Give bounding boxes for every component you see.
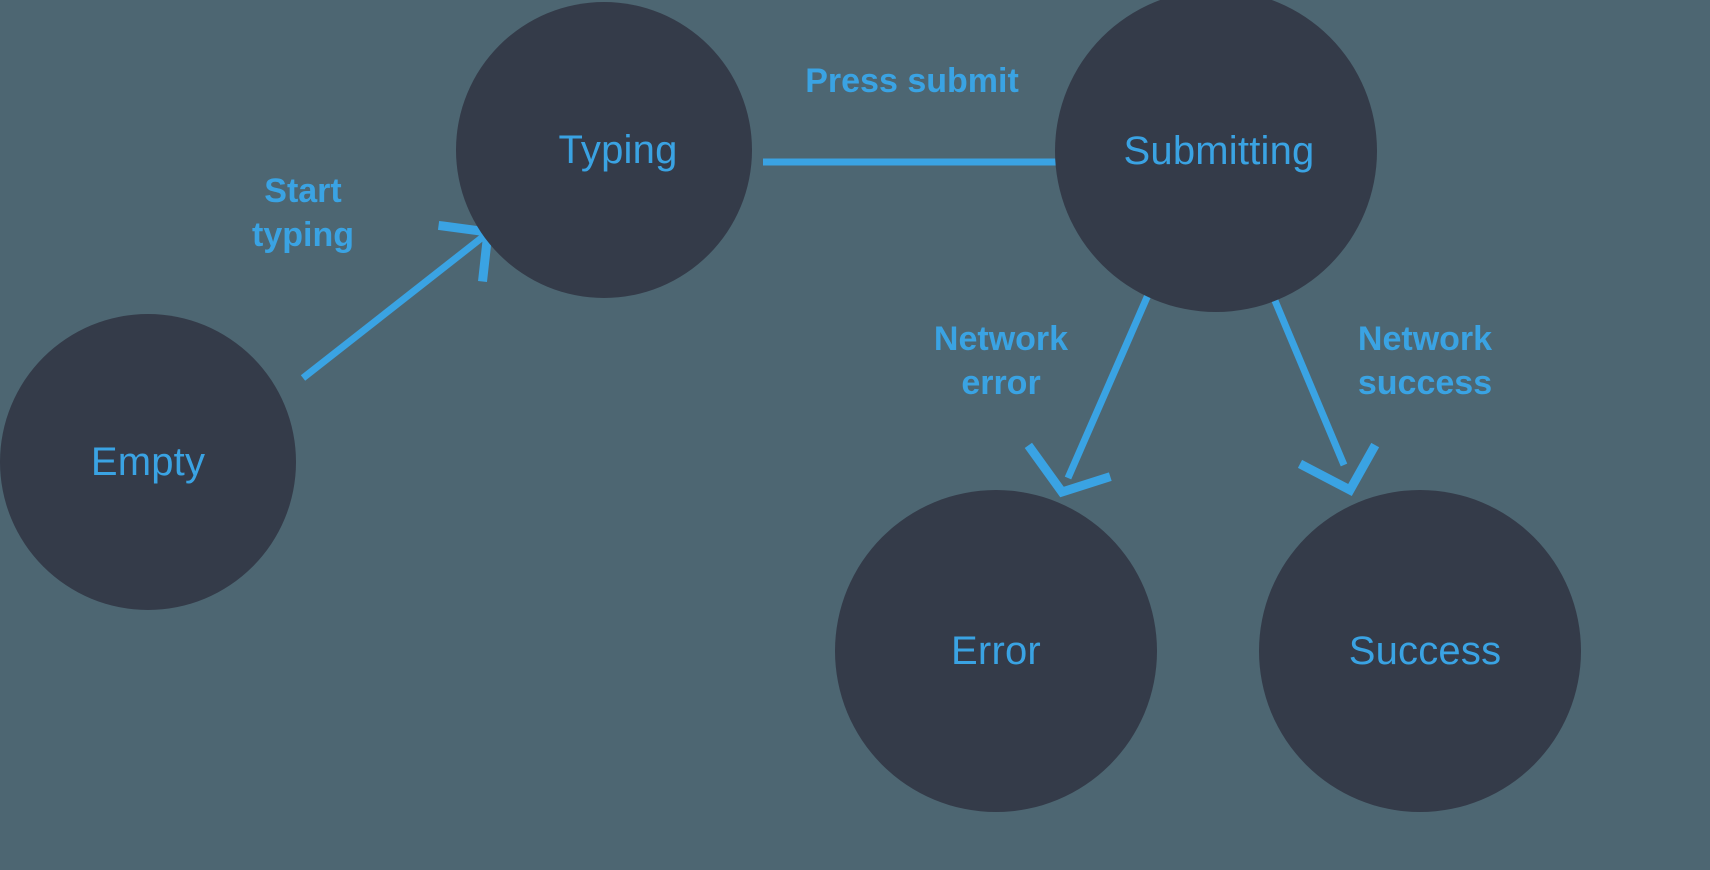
state-label-empty: Empty [90,440,206,484]
state-label-submitting: Submitting [1123,129,1315,173]
state-node-typing[interactable]: Typing [456,2,752,298]
state-node-empty[interactable]: Empty [0,314,296,610]
state-node-success[interactable]: Success [1259,490,1581,812]
state-node-error[interactable]: Error [835,490,1157,812]
edge-label-network-error: Network error [933,320,1069,402]
state-node-submitting[interactable]: Submitting [1055,0,1377,312]
edge-label-network-success: Network success [1357,320,1493,402]
edge-label-start-typing: Start typing [252,172,354,254]
state-label-typing: Typing [558,128,678,172]
state-label-error: Error [951,629,1041,673]
edge-label-press-submit: Press submit [805,62,1019,100]
state-label-success: Success [1348,629,1502,673]
